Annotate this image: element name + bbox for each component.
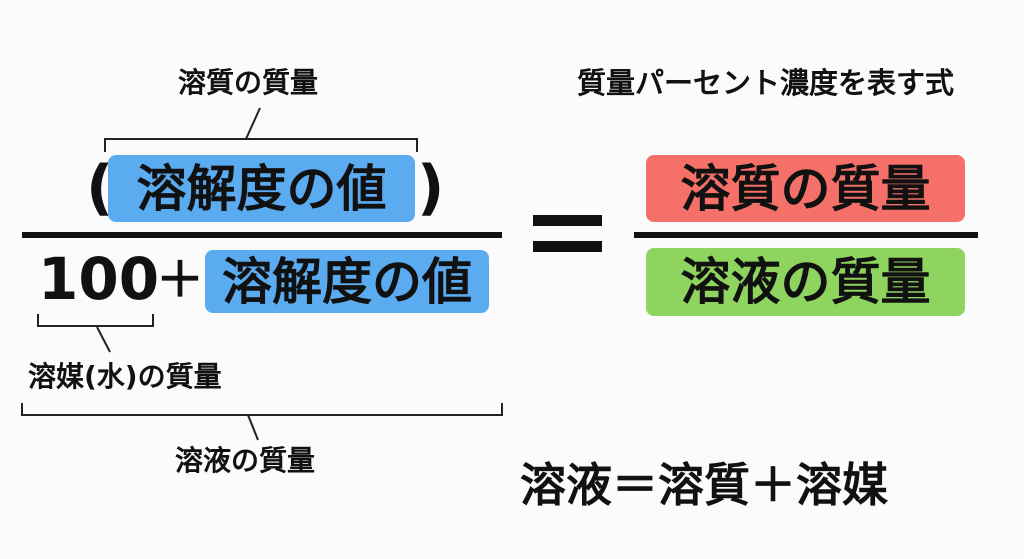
solute-bracket [104, 138, 418, 152]
plus-sign: ＋ [156, 252, 205, 308]
solvent-mass-label: 溶媒(水)の質量 [28, 360, 222, 393]
title: 質量パーセント濃度を表す式 [577, 66, 955, 100]
solution-mass-label: 溶液の質量 [175, 444, 316, 477]
solute-leader [245, 107, 261, 140]
solubility-numerator-box: 溶解度の値 [108, 155, 415, 222]
relation-equation: 溶液＝溶質＋溶媒 [520, 458, 888, 512]
solvent-bracket [37, 314, 154, 327]
left-fraction-line [22, 232, 502, 238]
solvent-leader [96, 326, 111, 353]
solubility-denominator-box: 溶解度の値 [205, 250, 489, 313]
equals-sign-top [533, 215, 602, 226]
close-paren: ) [417, 153, 445, 223]
solute-mass-box: 溶質の質量 [646, 155, 965, 222]
solution-leader [247, 414, 259, 441]
equals-sign-bottom [533, 241, 602, 252]
solution-bracket [21, 403, 503, 416]
denominator-number: 100 [38, 245, 160, 313]
solution-mass-box: 溶液の質量 [646, 248, 965, 316]
right-fraction-line [634, 232, 978, 238]
solute-mass-label: 溶質の質量 [178, 66, 319, 99]
